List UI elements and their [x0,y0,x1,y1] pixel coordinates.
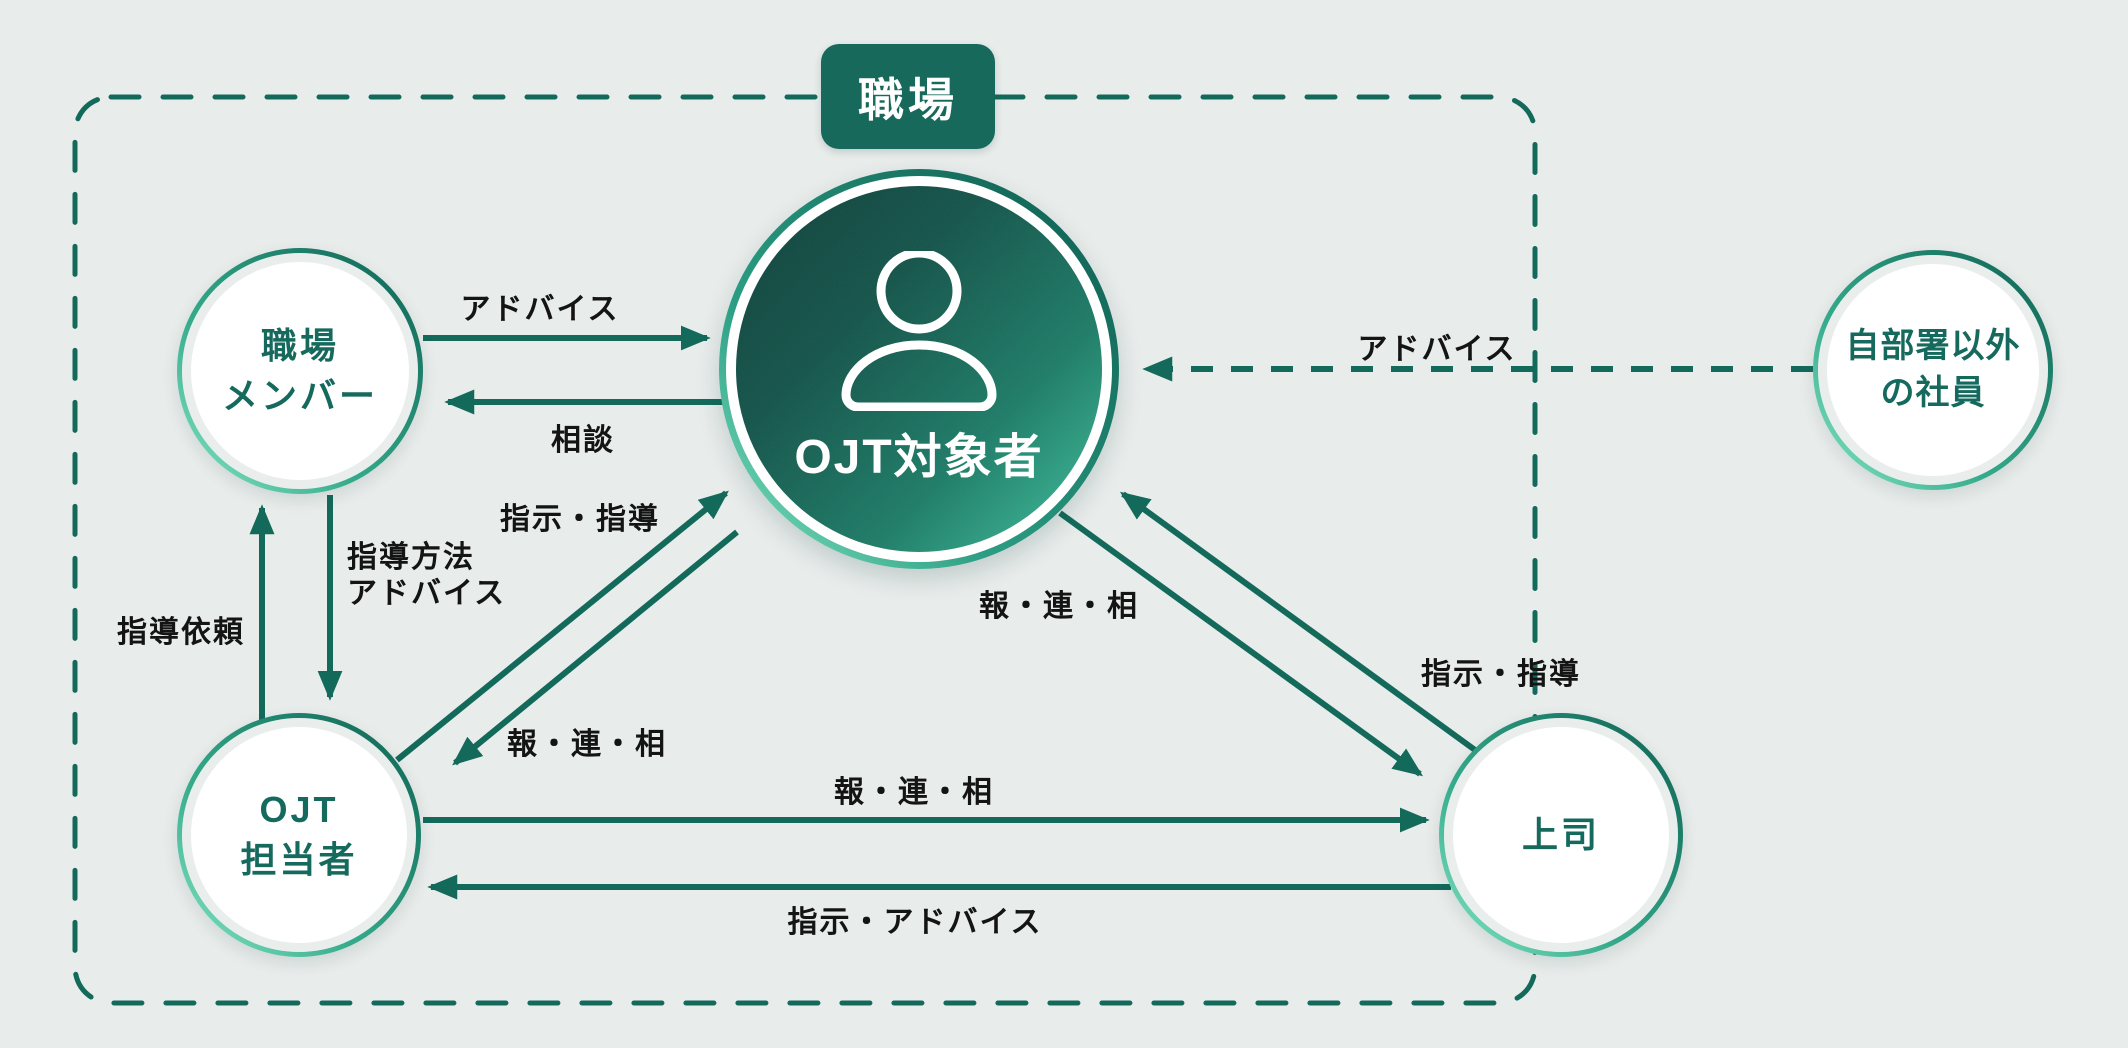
edge-report-target-to-mentor [452,529,739,766]
node-ojt-mentor: OJT 担当者 [177,713,421,957]
workplace-title-box: 職場 [821,44,995,149]
ojt-mentor-label-line1: OJT [259,789,339,831]
label-report-target-to-mentor: 報・連・相 [507,728,667,761]
boss-label: 上司 [1521,814,1600,856]
label-advice-member-to-target: アドバイス [460,293,620,326]
outside-employee-face: 自部署以外 の社員 [1818,255,2048,485]
edge-instruction-mentor-to-target [395,490,729,763]
outside-employee-label-line1: 自部署以外 [1845,327,2021,366]
workplace-member-face: 職場 メンバー [182,253,418,489]
grain-texture [736,186,1102,552]
label-guidance-method-advice: 指導方法 アドバイス [347,540,506,612]
ojt-target-face: OJT対象者 [736,186,1102,552]
label-consult-target-to-member: 相談 [551,424,615,457]
label-report-target-to-boss: 報・連・相 [979,590,1139,623]
label-guidance-method-advice-line1: 指導方法 [347,541,475,574]
label-report-mentor-to-boss: 報・連・相 [834,776,994,809]
label-advice-outside-to-target: アドバイス [1357,333,1517,366]
workplace-boundary [72,94,1538,1006]
workplace-member-label-line1: 職場 [260,325,339,367]
node-workplace-member: 職場 メンバー [177,248,423,494]
node-outside-employee: 自部署以外 の社員 [1813,250,2053,490]
node-ojt-target: OJT対象者 [719,169,1119,569]
node-boss: 上司 [1439,713,1683,957]
outside-employee-label-line2: の社員 [1880,374,1986,412]
label-instruction-boss-to-target: 指示・指導 [1421,658,1581,691]
workplace-title-label: 職場 [858,73,958,126]
label-guidance-request: 指導依頼 [117,616,245,649]
label-guidance-method-advice-line2: アドバイス [347,577,507,610]
label-instruction-advice-boss-to-mentor: 指示・アドバイス [787,906,1043,939]
person-icon [841,251,997,411]
ojt-mentor-label-line2: 担当者 [240,839,358,880]
ojt-mentor-face: OJT 担当者 [182,718,416,952]
workplace-member-label-line2: メンバー [221,375,378,416]
label-instruction-mentor-to-target: 指示・指導 [500,503,660,536]
edge-instruction-boss-to-target [1119,491,1477,753]
boss-face: 上司 [1444,718,1678,952]
edge-report-target-to-boss [1058,510,1424,777]
ojt-target-label: OJT対象者 [794,431,1044,484]
